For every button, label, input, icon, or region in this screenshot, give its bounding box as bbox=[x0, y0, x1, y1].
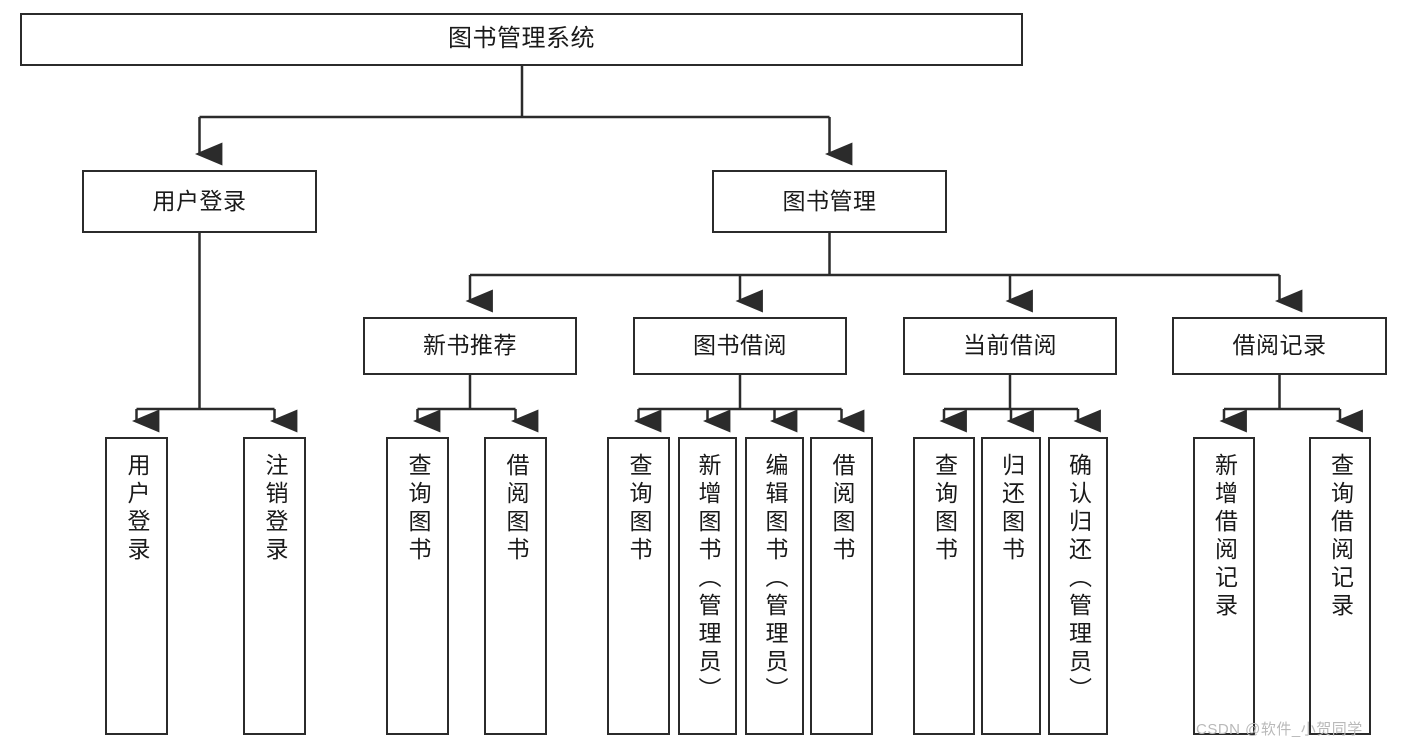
node-new-book-recommend: 新书推荐 bbox=[363, 317, 577, 375]
node-leaf-borrow-book-1: 借阅图书 bbox=[484, 437, 547, 735]
node-label: 查询图书 bbox=[931, 453, 958, 565]
node-leaf-query-book-1: 查询图书 bbox=[386, 437, 449, 735]
node-label: 查询图书 bbox=[405, 453, 431, 565]
node-book-borrow: 图书借阅 bbox=[633, 317, 847, 375]
node-leaf-query-book-2: 查询图书 bbox=[607, 437, 670, 735]
node-label: 借阅图书 bbox=[829, 453, 855, 565]
node-label: 新书推荐 bbox=[423, 332, 517, 359]
node-label: 注销登录 bbox=[262, 453, 288, 565]
node-label: 当前借阅 bbox=[963, 332, 1057, 359]
node-current-borrow: 当前借阅 bbox=[903, 317, 1117, 375]
node-leaf-query-book-3: 查询图书 bbox=[913, 437, 975, 735]
node-borrow-record: 借阅记录 bbox=[1172, 317, 1387, 375]
node-leaf-edit-book: 编辑图书（管理员） bbox=[745, 437, 804, 735]
node-label: 图书管理 bbox=[782, 187, 877, 214]
node-leaf-user-logout: 注销登录 bbox=[243, 437, 306, 735]
node-leaf-add-book: 新增图书（管理员） bbox=[678, 437, 737, 735]
node-leaf-query-record: 查询借阅记录 bbox=[1309, 437, 1371, 735]
node-label: 用户登录 bbox=[124, 453, 150, 565]
node-user-login: 用户登录 bbox=[82, 170, 317, 233]
node-label: 借阅图书 bbox=[503, 453, 529, 565]
node-label: 编辑图书（管理员） bbox=[762, 453, 788, 705]
node-label: 确认归还（管理员） bbox=[1065, 453, 1092, 705]
node-label: 查询图书 bbox=[626, 453, 652, 565]
node-root: 图书管理系统 bbox=[20, 13, 1023, 66]
node-book-manage: 图书管理 bbox=[712, 170, 947, 233]
node-label: 查询借阅记录 bbox=[1327, 453, 1354, 621]
node-label: 图书管理系统 bbox=[448, 25, 595, 53]
node-leaf-user-login: 用户登录 bbox=[105, 437, 168, 735]
watermark-label: CSDN @软件_小贺同学 bbox=[1196, 721, 1363, 738]
node-label: 用户登录 bbox=[152, 187, 247, 214]
node-label: 借阅记录 bbox=[1232, 332, 1327, 359]
node-leaf-borrow-book-2: 借阅图书 bbox=[810, 437, 873, 735]
node-label: 归还图书 bbox=[998, 453, 1025, 565]
node-leaf-confirm-return: 确认归还（管理员） bbox=[1048, 437, 1108, 735]
node-label: 新增图书（管理员） bbox=[695, 453, 721, 705]
node-label: 新增借阅记录 bbox=[1211, 453, 1238, 621]
node-leaf-return-book: 归还图书 bbox=[981, 437, 1041, 735]
node-label: 图书借阅 bbox=[693, 332, 787, 359]
node-leaf-add-record: 新增借阅记录 bbox=[1193, 437, 1255, 735]
